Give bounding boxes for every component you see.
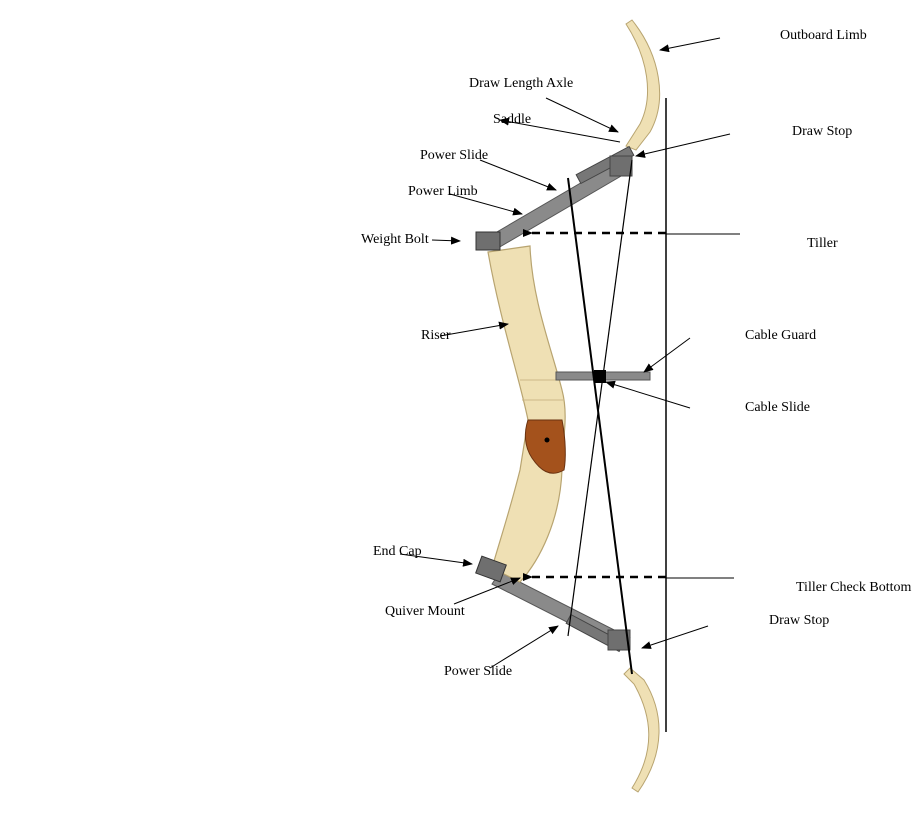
weight-bolt — [475, 231, 501, 251]
end-cap — [475, 555, 507, 583]
label-tiller: Tiller — [807, 236, 838, 251]
cable-2 — [567, 159, 633, 637]
power-limb-bottom — [491, 571, 631, 653]
label-draw-stop-bottom: Draw Stop — [769, 613, 829, 628]
outboard-limb-top — [625, 19, 661, 151]
cable-1 — [567, 177, 633, 675]
label-power-slide-top: Power Slide — [420, 148, 488, 163]
label-outboard-limb: Outboard Limb — [780, 28, 867, 43]
label-draw-stop-top: Draw Stop — [792, 124, 852, 139]
power-limb-top — [489, 145, 635, 249]
label-saddle: Saddle — [493, 112, 531, 127]
label-power-slide-bottom: Power Slide — [444, 664, 512, 679]
label-power-limb: Power Limb — [408, 184, 478, 199]
outboard-limb-bottom — [623, 667, 660, 793]
label-cable-guard: Cable Guard — [745, 328, 816, 343]
riser — [487, 245, 566, 583]
label-draw-length-axle: Draw Length Axle — [469, 76, 573, 91]
cable-slide — [594, 370, 606, 383]
label-weight-bolt: Weight Bolt — [361, 232, 429, 247]
leader-lines — [399, 37, 740, 669]
label-cable-slide: Cable Slide — [745, 400, 810, 415]
label-riser: Riser — [421, 328, 451, 343]
label-tiller-check-bottom: Tiller Check Bottom — [796, 580, 911, 595]
label-end-cap: End Cap — [373, 544, 422, 559]
label-quiver-mount: Quiver Mount — [385, 604, 465, 619]
